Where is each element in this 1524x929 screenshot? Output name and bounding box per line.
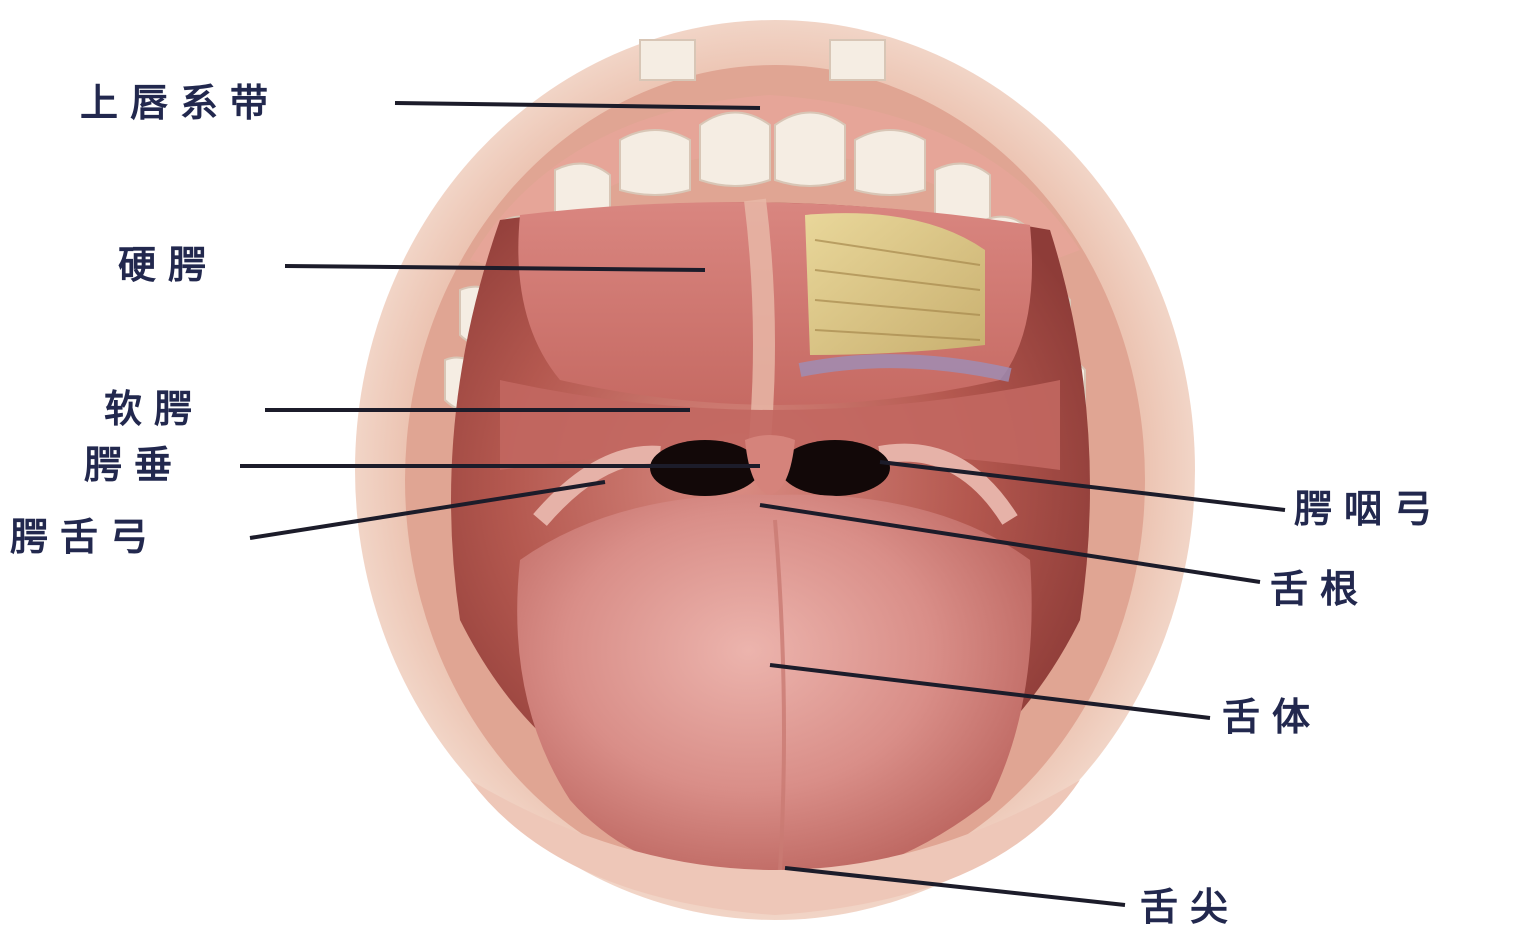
label-uvula: 腭垂	[84, 446, 184, 484]
label-tongue-root: 舌根	[1270, 570, 1370, 608]
label-tongue-tip: 舌尖	[1140, 888, 1240, 926]
label-upper-lip-frenulum: 上唇系带	[80, 84, 280, 122]
palatine-raphe	[755, 200, 764, 440]
label-soft-palate: 软腭	[104, 390, 204, 428]
throat-opening-right	[780, 440, 890, 496]
label-palatoglossal-arch: 腭舌弓	[10, 518, 160, 556]
label-hard-palate: 硬腭	[118, 246, 218, 284]
label-tongue-body: 舌体	[1222, 698, 1322, 736]
label-palatopharyngeal-arch: 腭咽弓	[1294, 490, 1444, 528]
